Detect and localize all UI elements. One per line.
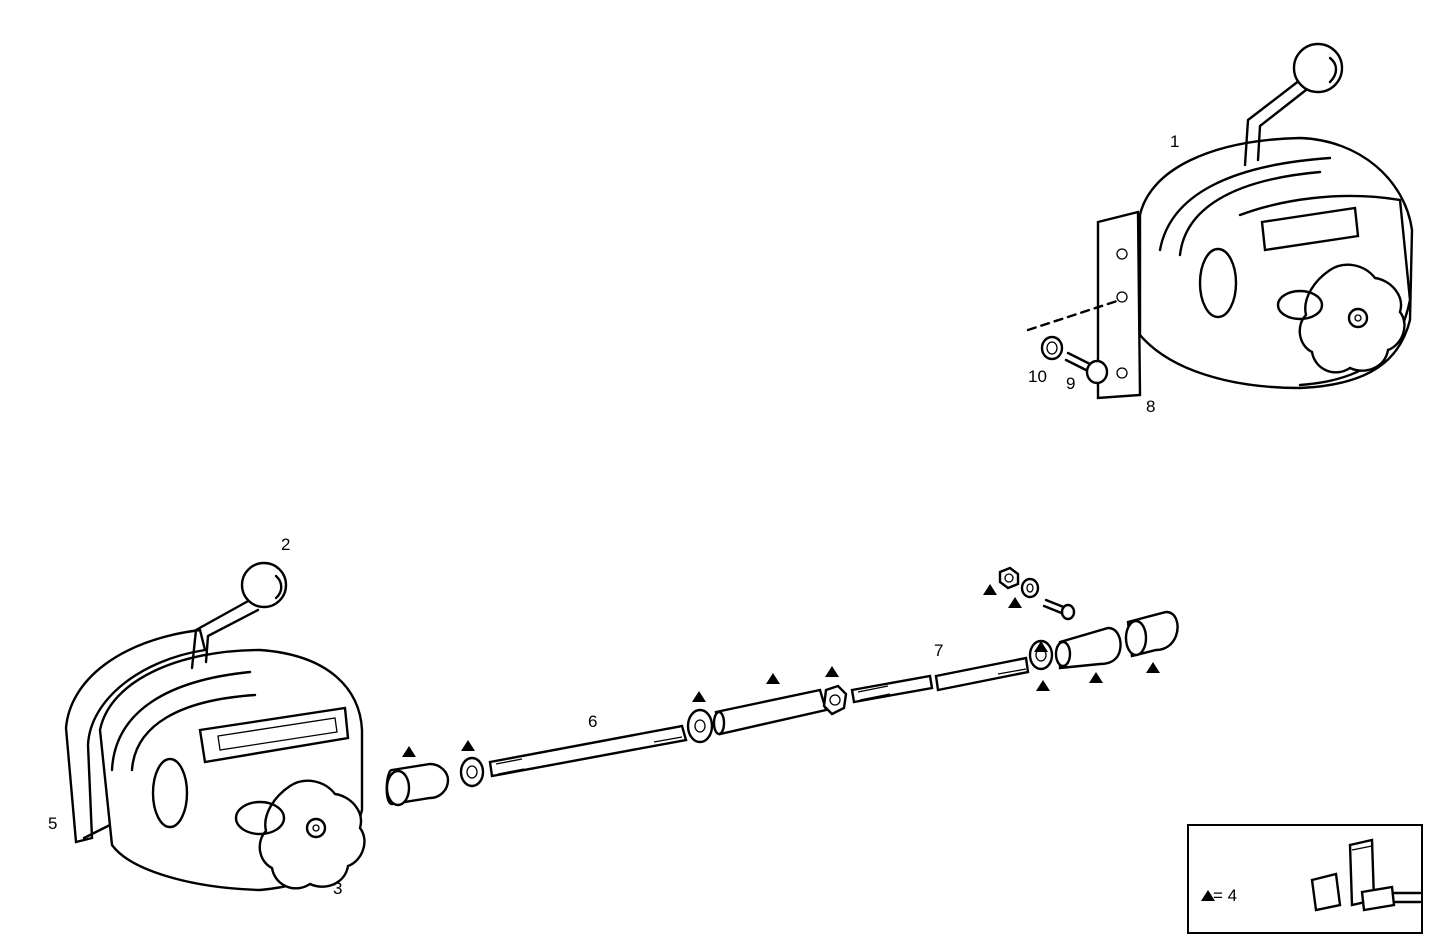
legend-box: = 4 <box>1187 824 1423 934</box>
triangle-icon <box>1036 680 1050 691</box>
triangle-icon <box>983 584 997 595</box>
callout-1: 1 <box>1170 132 1180 151</box>
callout-7: 7 <box>934 641 944 660</box>
triangle-icon <box>766 673 780 684</box>
callout-8: 8 <box>1146 397 1156 416</box>
legend-quantity-text: = 4 <box>1213 886 1238 905</box>
triangle-icon <box>402 746 416 757</box>
control-unit-2 <box>64 561 366 892</box>
callout-2: 2 <box>281 535 291 554</box>
control-unit-1 <box>1026 42 1414 400</box>
triangle-icon <box>692 691 706 702</box>
triangle-icon <box>461 740 475 751</box>
callout-3: 3 <box>333 879 343 898</box>
triangle-icon <box>1089 672 1103 683</box>
triangle-icon <box>1034 641 1048 652</box>
callout-10: 10 <box>1028 367 1047 386</box>
triangle-icon <box>1008 597 1022 608</box>
callout-9: 9 <box>1066 374 1076 393</box>
callout-5: 5 <box>48 814 58 833</box>
legend-products-illustration <box>1310 838 1422 912</box>
triangle-icon <box>1201 890 1215 901</box>
triangle-icon <box>1146 662 1160 673</box>
callout-6: 6 <box>588 712 598 731</box>
triangle-icon <box>825 666 839 677</box>
linkage-assembly <box>385 566 1179 807</box>
